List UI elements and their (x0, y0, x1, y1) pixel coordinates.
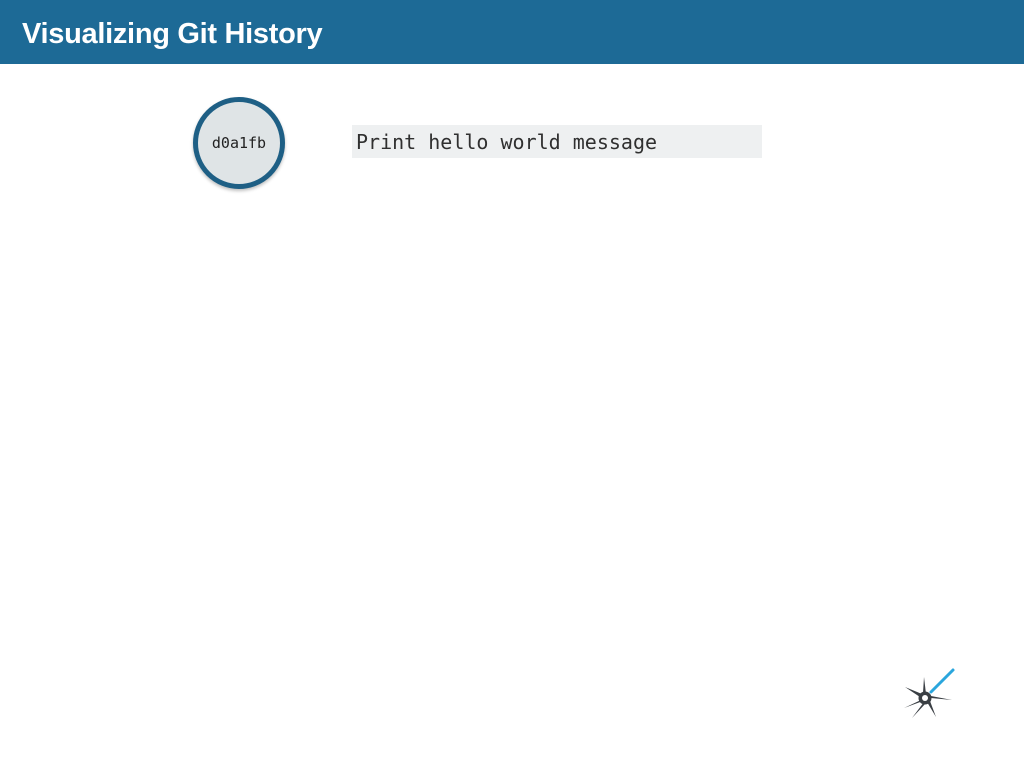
compass-star-logo-icon (904, 668, 955, 718)
slide-title: Visualizing Git History (22, 18, 323, 50)
commit-message: Print hello world message (352, 125, 762, 158)
commit-node: d0a1fb (193, 97, 285, 189)
commit-hash: d0a1fb (211, 134, 267, 152)
title-bar: Visualizing Git History (0, 0, 1024, 64)
